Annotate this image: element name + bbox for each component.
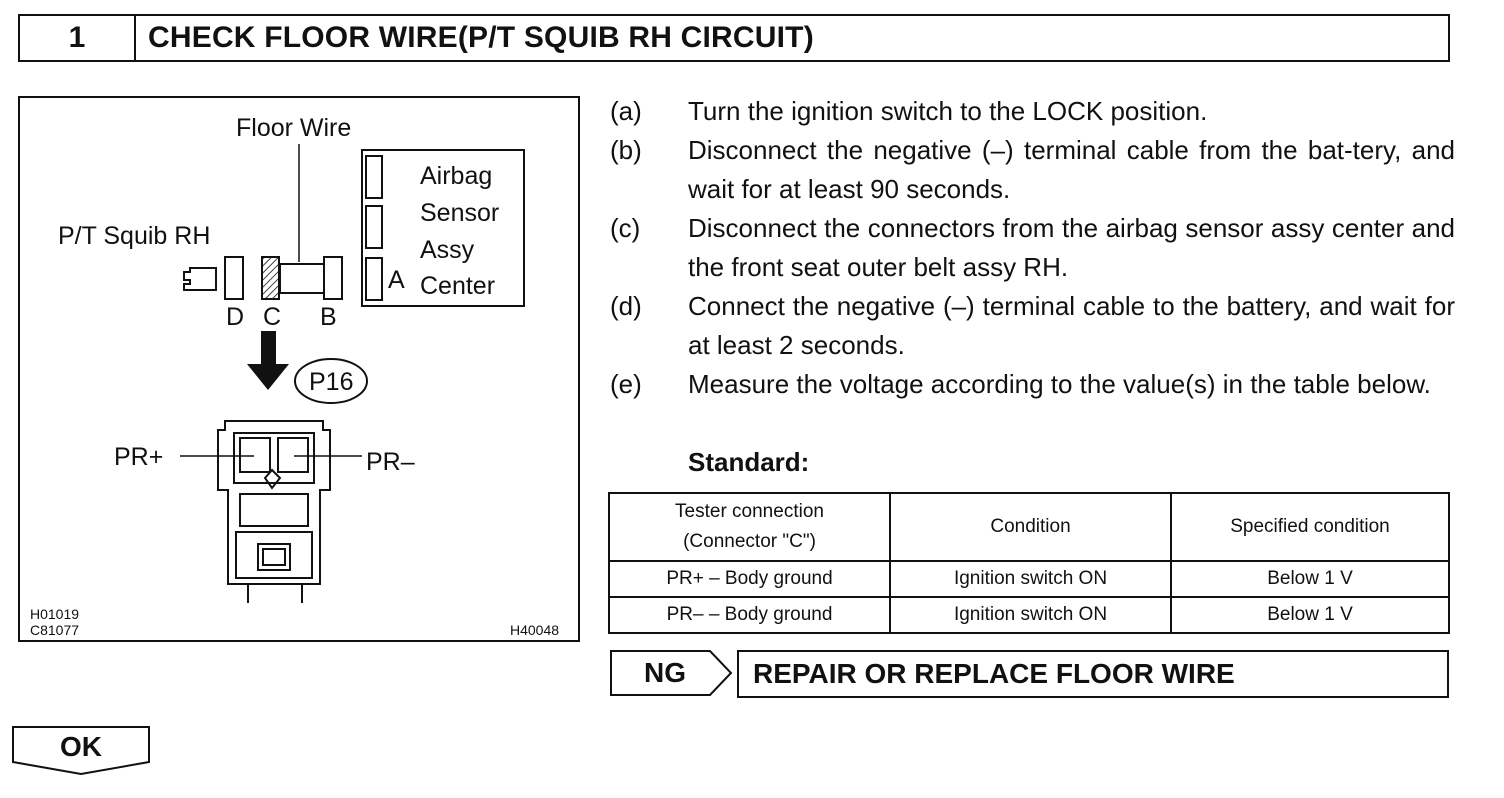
sensor-label-line-2: Sensor bbox=[420, 199, 500, 227]
header-condition: Condition bbox=[889, 492, 1172, 562]
table-header-row: Tester connection (Connector "C") Condit… bbox=[608, 492, 1450, 562]
step-text: Disconnect the negative (–) terminal cab… bbox=[688, 135, 1455, 204]
step-letter: (d) bbox=[610, 291, 642, 321]
connector-b-label: B bbox=[320, 303, 337, 331]
sensor-label-line-3: Assy bbox=[420, 236, 475, 264]
step-letter: (b) bbox=[610, 135, 642, 165]
cell-tester: PR– – Body ground bbox=[608, 596, 891, 634]
sensor-label-line-1: Airbag bbox=[420, 162, 493, 190]
standard-label: Standard: bbox=[688, 447, 810, 477]
table-row: PR– – Body ground Ignition switch ON Bel… bbox=[608, 596, 1450, 634]
pr-minus-label: PR– bbox=[366, 448, 415, 476]
ng-tag-shape bbox=[610, 650, 732, 696]
figure-code-left-1: H01019 bbox=[30, 606, 80, 622]
table-row: PR+ – Body ground Ignition switch ON Bel… bbox=[608, 560, 1450, 598]
cell-tester: PR+ – Body ground bbox=[608, 560, 891, 598]
step-letter: (c) bbox=[610, 213, 641, 243]
ok-label: OK bbox=[60, 731, 102, 762]
header-tester-line-2: (Connector "C") bbox=[683, 531, 816, 552]
header-tester-connection: Tester connection (Connector "C") bbox=[608, 492, 891, 562]
header-specified-condition: Specified condition bbox=[1170, 492, 1450, 562]
step-header: 1 CHECK FLOOR WIRE(P/T SQUIB RH CIRCUIT) bbox=[18, 14, 1450, 62]
step-text: Measure the voltage according to the val… bbox=[688, 369, 1431, 399]
step-text: Turn the ignition switch to the LOCK pos… bbox=[688, 96, 1208, 126]
cell-condition: Ignition switch ON bbox=[889, 596, 1172, 634]
step-e: (e) Measure the voltage according to the… bbox=[610, 365, 1455, 404]
pr-plus-label: PR+ bbox=[114, 443, 164, 471]
connector-code-label: P16 bbox=[309, 368, 354, 396]
step-letter: (a) bbox=[610, 96, 642, 126]
connector-d-label: D bbox=[226, 303, 245, 331]
squib-label: P/T Squib RH bbox=[58, 222, 211, 250]
step-a: (a) Turn the ignition switch to the LOCK… bbox=[610, 92, 1455, 131]
step-c: (c) Disconnect the connectors from the a… bbox=[610, 209, 1455, 287]
figure-code-right: H40048 bbox=[510, 622, 560, 638]
step-d: (d) Connect the negative (–) terminal ca… bbox=[610, 287, 1455, 365]
procedure-steps: (a) Turn the ignition switch to the LOCK… bbox=[610, 92, 1455, 404]
cell-specified: Below 1 V bbox=[1170, 560, 1450, 598]
ng-label: NG bbox=[644, 657, 686, 688]
step-text: Disconnect the connectors from the airba… bbox=[688, 213, 1455, 282]
ok-tag-shape bbox=[12, 726, 150, 776]
cell-specified: Below 1 V bbox=[1170, 596, 1450, 634]
wiring-figure: Floor Wire P/T Squib RH Airbag Sensor As… bbox=[18, 96, 580, 642]
step-b: (b) Disconnect the negative (–) terminal… bbox=[610, 131, 1455, 209]
cell-condition: Ignition switch ON bbox=[889, 560, 1172, 598]
connector-c-label: C bbox=[263, 303, 282, 331]
spec-table: Tester connection (Connector "C") Condit… bbox=[608, 492, 1450, 634]
connector-a-label: A bbox=[388, 266, 405, 294]
ng-action-box: REPAIR OR REPLACE FLOOR WIRE bbox=[737, 650, 1449, 698]
header-tester-line-1: Tester connection bbox=[675, 501, 824, 522]
figure-code-left-2: C81077 bbox=[30, 622, 80, 638]
step-text: Connect the negative (–) terminal cable … bbox=[688, 291, 1455, 360]
step-letter: (e) bbox=[610, 369, 642, 399]
sensor-label-line-4: Center bbox=[420, 272, 496, 300]
wiring-diagram bbox=[180, 144, 525, 603]
step-number: 1 bbox=[20, 16, 136, 60]
floor-wire-label: Floor Wire bbox=[236, 114, 352, 142]
step-title: CHECK FLOOR WIRE(P/T SQUIB RH CIRCUIT) bbox=[148, 21, 814, 54]
